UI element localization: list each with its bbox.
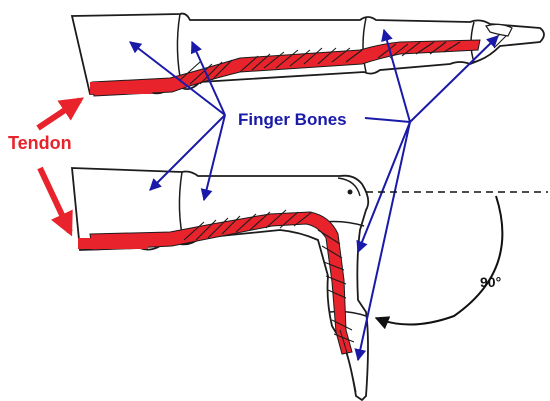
angle-arc — [376, 196, 502, 325]
tendon-label: Tendon — [8, 133, 72, 154]
tendon-arrows — [38, 100, 80, 232]
finger-bones-label: Finger Bones — [238, 110, 347, 130]
bent-finger-bones — [72, 168, 368, 400]
tendon-stub-bottom — [78, 238, 148, 249]
bent-finger — [72, 168, 368, 400]
angle-label: 90° — [480, 274, 501, 290]
tendon-stub-top — [90, 82, 152, 94]
